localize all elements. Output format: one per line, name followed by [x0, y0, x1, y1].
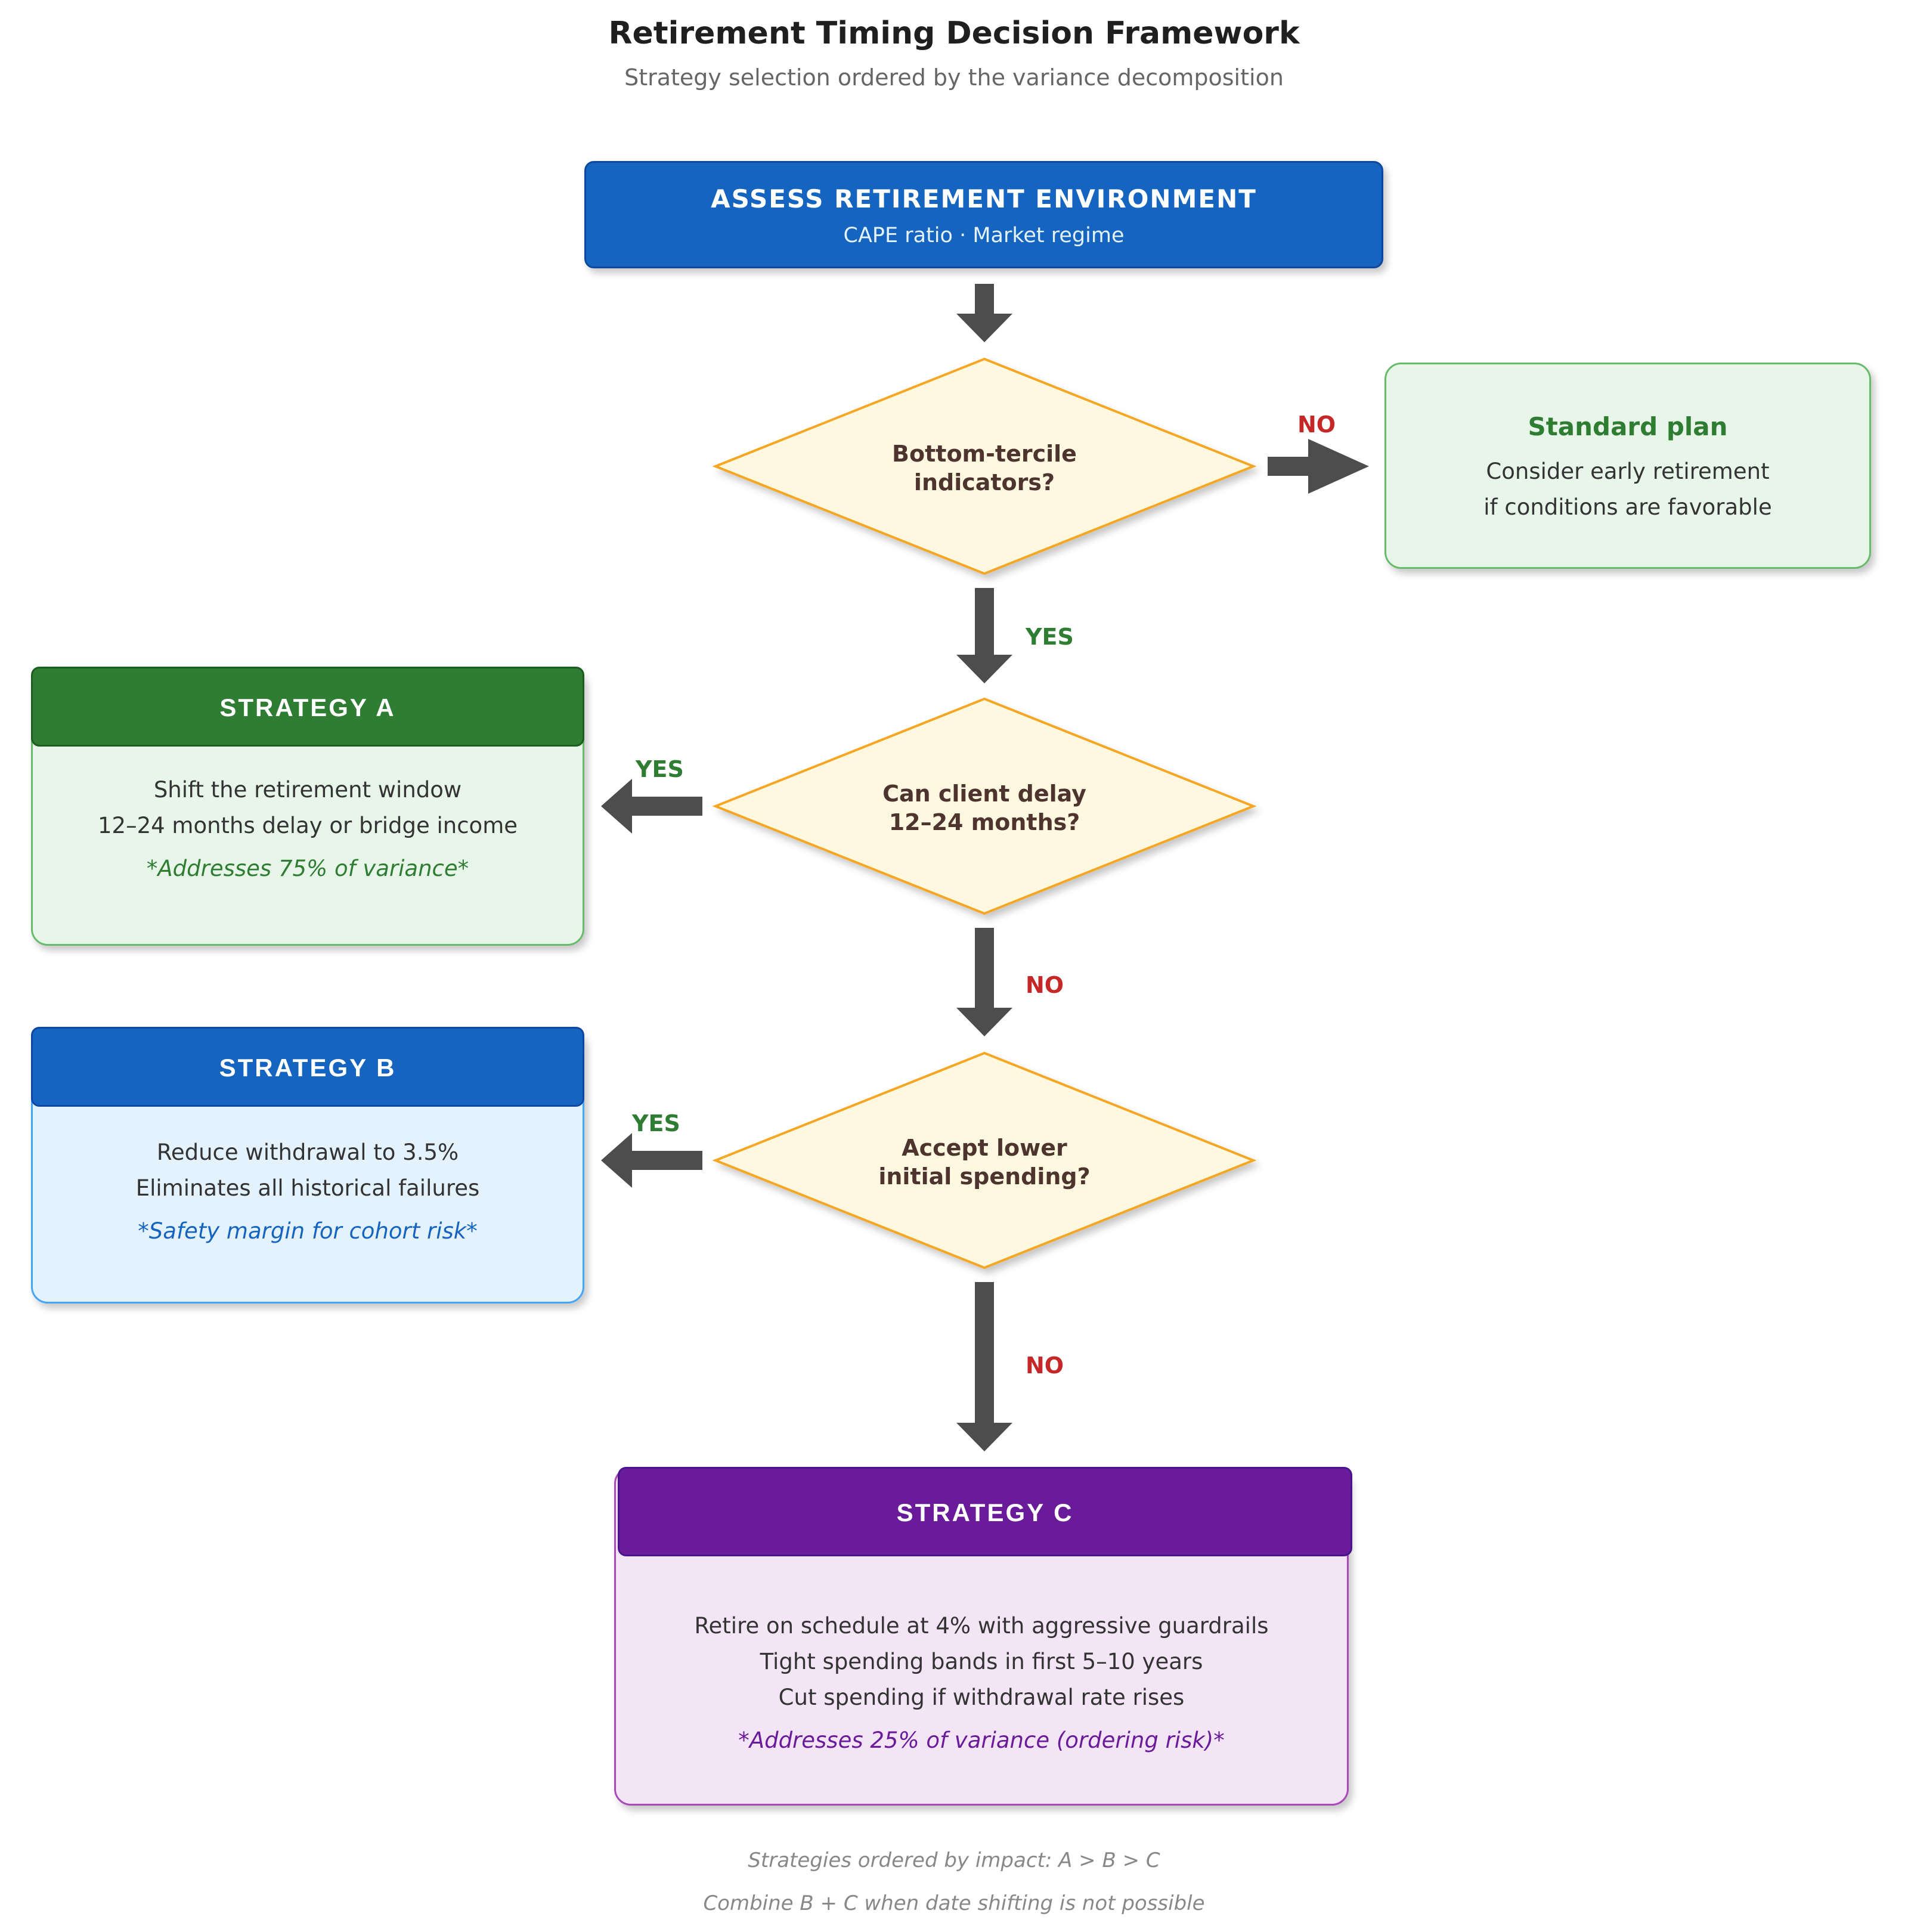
strategy-a-header: STRATEGY A [31, 667, 584, 747]
assess-environment-box: ASSESS RETIREMENT ENVIRONMENT CAPE ratio… [584, 161, 1383, 268]
arrow-d2-no-to-d3 [956, 928, 1012, 1036]
decision-2-line2: 12–24 months? [889, 809, 1080, 835]
standard-plan-line2: if conditions are favorable [1483, 494, 1772, 520]
decision-diamond-1 [712, 357, 1257, 575]
arrow-d1-no-to-standard [1268, 439, 1369, 494]
label-d1-yes: YES [1026, 624, 1074, 650]
decision-diamond-2 [712, 697, 1257, 915]
decision-2-line1: Can client delay [882, 781, 1086, 807]
arrow-d2-yes-to-strategy-a [601, 779, 702, 834]
strategy-b-note: *Safety margin for cohort risk* [138, 1218, 478, 1244]
assess-environment-subtitle: CAPE ratio · Market regime [843, 224, 1125, 247]
label-d2-yes: YES [636, 756, 684, 782]
decision-3-line1: Accept lower [902, 1135, 1067, 1161]
arrow-d3-yes-to-strategy-b [601, 1133, 702, 1188]
strategy-b-line2: Eliminates all historical failures [135, 1175, 480, 1201]
strategy-b-line1: Reduce withdrawal to 3.5% [156, 1140, 459, 1165]
decision-diamond-3 [712, 1051, 1257, 1270]
arrow-d3-no-to-strategy-c [956, 1282, 1012, 1451]
strategy-c-note: *Addresses 25% of variance (ordering ris… [738, 1727, 1225, 1753]
standard-plan-box: Standard plan Consider early retirement … [1384, 363, 1871, 569]
decision-1-line2: indicators? [914, 469, 1055, 496]
strategy-b-header: STRATEGY B [31, 1027, 584, 1107]
label-d3-yes: YES [632, 1110, 680, 1137]
standard-plan-line1: Consider early retirement [1486, 459, 1770, 484]
footer-note-1: Strategies ordered by impact: A > B > C [748, 1849, 1160, 1872]
arrow-d1-yes-to-d2 [956, 588, 1012, 683]
footer-note-2: Combine B + C when date shifting is not … [703, 1891, 1205, 1915]
strategy-a-note: *Addresses 75% of variance* [146, 856, 469, 881]
decision-1-line1: Bottom-tercile [892, 441, 1077, 467]
assess-environment-title: ASSESS RETIREMENT ENVIRONMENT [711, 184, 1257, 213]
strategy-c-header: STRATEGY C [618, 1467, 1352, 1556]
strategy-a-line2: 12–24 months delay or bridge income [97, 813, 518, 838]
strategy-c-title: STRATEGY C [896, 1498, 1074, 1527]
diagram-subtitle: Strategy selection ordered by the varian… [624, 64, 1284, 91]
strategy-c-line3: Cut spending if withdrawal rate rises [778, 1685, 1185, 1710]
strategy-c-line1: Retire on schedule at 4% with aggressive… [694, 1613, 1269, 1639]
diagram-title: Retirement Timing Decision Framework [608, 16, 1300, 51]
label-d2-no: NO [1026, 972, 1064, 998]
strategy-a-title: STRATEGY A [219, 693, 396, 722]
decision-3-line2: initial spending? [878, 1163, 1090, 1190]
strategy-b-title: STRATEGY B [219, 1054, 397, 1082]
strategy-c-line2: Tight spending bands in first 5–10 years [760, 1649, 1203, 1674]
strategy-a-line1: Shift the retirement window [153, 777, 462, 803]
standard-plan-title: Standard plan [1528, 412, 1728, 441]
label-d1-no: NO [1297, 411, 1336, 438]
label-d3-no: NO [1026, 1352, 1064, 1379]
arrow-assess-to-d1 [956, 284, 1012, 342]
